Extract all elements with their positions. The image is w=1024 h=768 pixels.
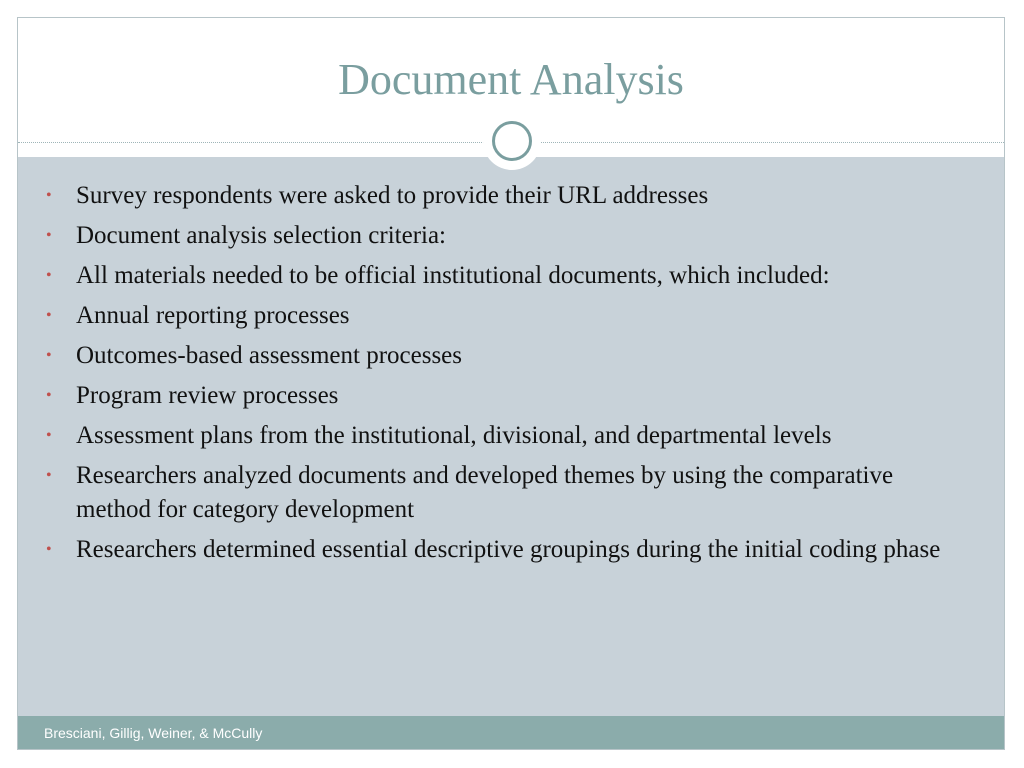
bullet-text: Annual reporting processes: [76, 302, 350, 329]
slide-title: Document Analysis: [338, 55, 684, 104]
bullet-dot-icon: •: [46, 187, 52, 204]
content-area: [18, 157, 1004, 716]
bullet-text: Survey respondents were asked to provide…: [76, 182, 709, 209]
bullet-dot-icon: •: [46, 541, 52, 558]
bullet-item: • Annual reporting processes: [42, 299, 972, 333]
bullet-dot-icon: •: [46, 267, 52, 284]
bullet-text: Document analysis selection criteria:: [76, 222, 447, 249]
bullet-text: All materials needed to be official inst…: [76, 262, 830, 289]
circle-ring-icon: [483, 112, 541, 170]
bullet-text: Program review processes: [76, 382, 339, 409]
bullet-item: • Outcomes-based assessment processes: [42, 339, 972, 373]
bullet-dot-icon: •: [46, 467, 52, 484]
bullet-item: • Survey respondents were asked to provi…: [42, 179, 972, 213]
bullet-dot-icon: •: [46, 227, 52, 244]
bullet-text: Outcomes-based assessment processes: [76, 342, 463, 369]
bullet-dot-icon: •: [46, 427, 52, 444]
bullet-item: • Document analysis selection criteria:: [42, 219, 972, 253]
bullet-list: • Survey respondents were asked to provi…: [42, 179, 972, 573]
bullet-dot-icon: •: [46, 387, 52, 404]
bullet-dot-icon: •: [46, 307, 52, 324]
bullet-dot-icon: •: [46, 347, 52, 364]
footer-bar: Bresciani, Gillig, Weiner, & McCully: [18, 716, 1004, 749]
bullet-item: • Program review processes: [42, 379, 972, 413]
bullet-text: Researchers determined essential descrip…: [76, 536, 941, 563]
footer-authors: Bresciani, Gillig, Weiner, & McCully: [44, 725, 263, 741]
bullet-text: Researchers analyzed documents and devel…: [76, 462, 894, 523]
slide: Document Analysis • Survey respondents w…: [17, 17, 1005, 750]
bullet-text: Assessment plans from the institutional,…: [76, 422, 832, 449]
bullet-item: • Researchers analyzed documents and dev…: [42, 459, 972, 527]
bullet-item: • Researchers determined essential descr…: [42, 533, 972, 567]
bullet-item: • All materials needed to be official in…: [42, 259, 972, 293]
ornament-ring: [492, 121, 532, 161]
bullet-item: • Assessment plans from the institutiona…: [42, 419, 972, 453]
